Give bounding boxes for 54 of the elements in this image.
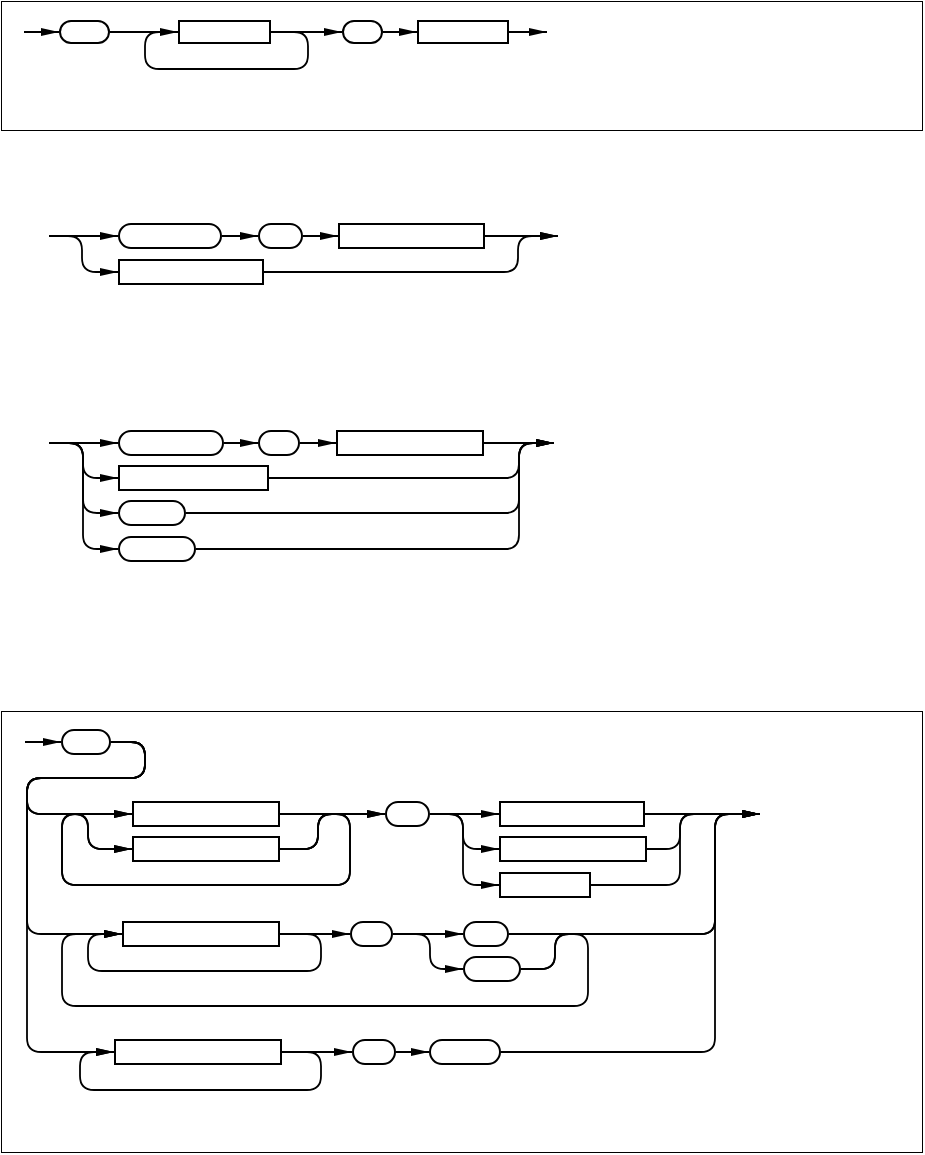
rectangle-box	[338, 223, 485, 249]
arrow	[48, 232, 119, 240]
arrow	[429, 810, 500, 818]
rounded-box	[350, 921, 393, 947]
rounded-box	[118, 430, 224, 456]
rounded-box	[342, 20, 383, 44]
arrow	[24, 738, 62, 746]
diagram-frame	[1, 1, 923, 131]
arrow	[382, 28, 418, 36]
rounded-box	[385, 801, 430, 827]
arrow	[279, 930, 351, 938]
rectangle-box	[118, 465, 269, 491]
arrow	[644, 810, 761, 818]
arrow	[223, 439, 259, 447]
arrow	[109, 28, 309, 70]
rectangle-box	[417, 20, 509, 44]
rounded-box	[118, 223, 222, 249]
arrow	[395, 1048, 430, 1056]
rounded-box	[59, 20, 110, 44]
rounded-box	[352, 1039, 396, 1065]
rounded-box	[463, 956, 521, 982]
arrow	[302, 232, 339, 240]
rectangle-box	[499, 872, 591, 898]
rectangle-box	[132, 801, 280, 827]
arrow	[299, 439, 337, 447]
rectangle-box	[499, 801, 645, 827]
rectangle-box	[336, 430, 484, 456]
arrow	[270, 28, 343, 36]
arrow	[26, 741, 146, 818]
arrow	[484, 232, 559, 240]
rounded-box	[61, 729, 111, 755]
arrow	[392, 930, 464, 938]
rectangle-box	[118, 259, 264, 285]
rounded-box	[258, 430, 300, 456]
arrow	[279, 810, 386, 818]
rectangle-box	[499, 836, 647, 862]
arrow	[483, 439, 555, 447]
rounded-box	[258, 223, 303, 249]
arrow	[508, 28, 548, 36]
arrow	[87, 930, 322, 972]
rectangle-box	[122, 921, 280, 947]
rectangle-box	[114, 1039, 282, 1065]
arrow	[79, 1048, 322, 1091]
rounded-box	[118, 500, 186, 526]
rounded-box	[463, 921, 509, 947]
arrow	[281, 1048, 353, 1056]
arrow	[48, 439, 119, 447]
rounded-box	[429, 1039, 501, 1065]
arrow	[221, 232, 259, 240]
diagram-frame	[1, 711, 923, 1153]
rectangle-box	[178, 20, 271, 44]
rectangle-box	[132, 836, 280, 862]
rounded-box	[118, 536, 196, 562]
arrow	[23, 28, 60, 36]
